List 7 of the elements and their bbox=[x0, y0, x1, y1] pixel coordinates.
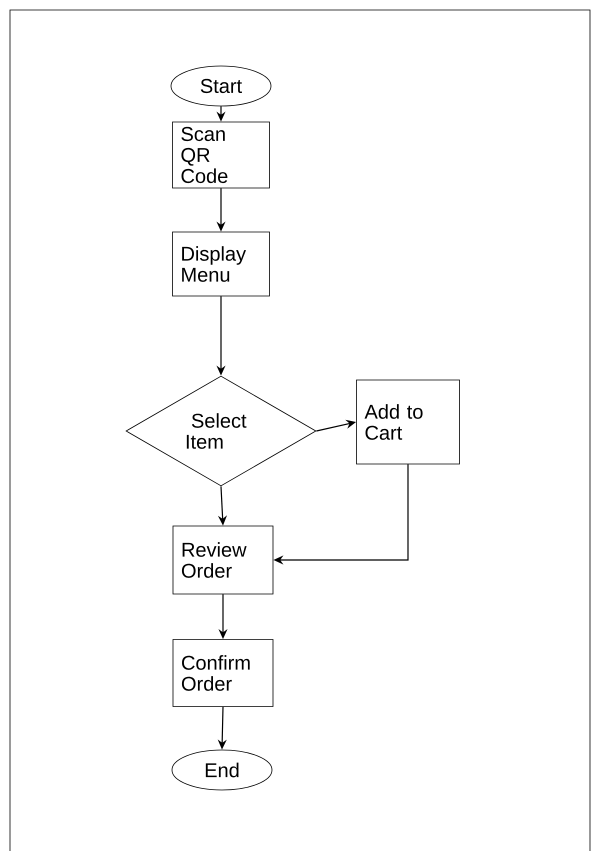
process-box: Display Menu bbox=[172, 232, 270, 296]
process-box: Add to Cart bbox=[356, 380, 460, 464]
terminal-oval: Start bbox=[170, 66, 272, 106]
process-box: Confirm Order bbox=[172, 639, 274, 707]
process-box: Scan QR Code bbox=[172, 122, 270, 188]
terminal-oval: End bbox=[172, 750, 272, 790]
process-box: Review Order bbox=[172, 526, 274, 594]
